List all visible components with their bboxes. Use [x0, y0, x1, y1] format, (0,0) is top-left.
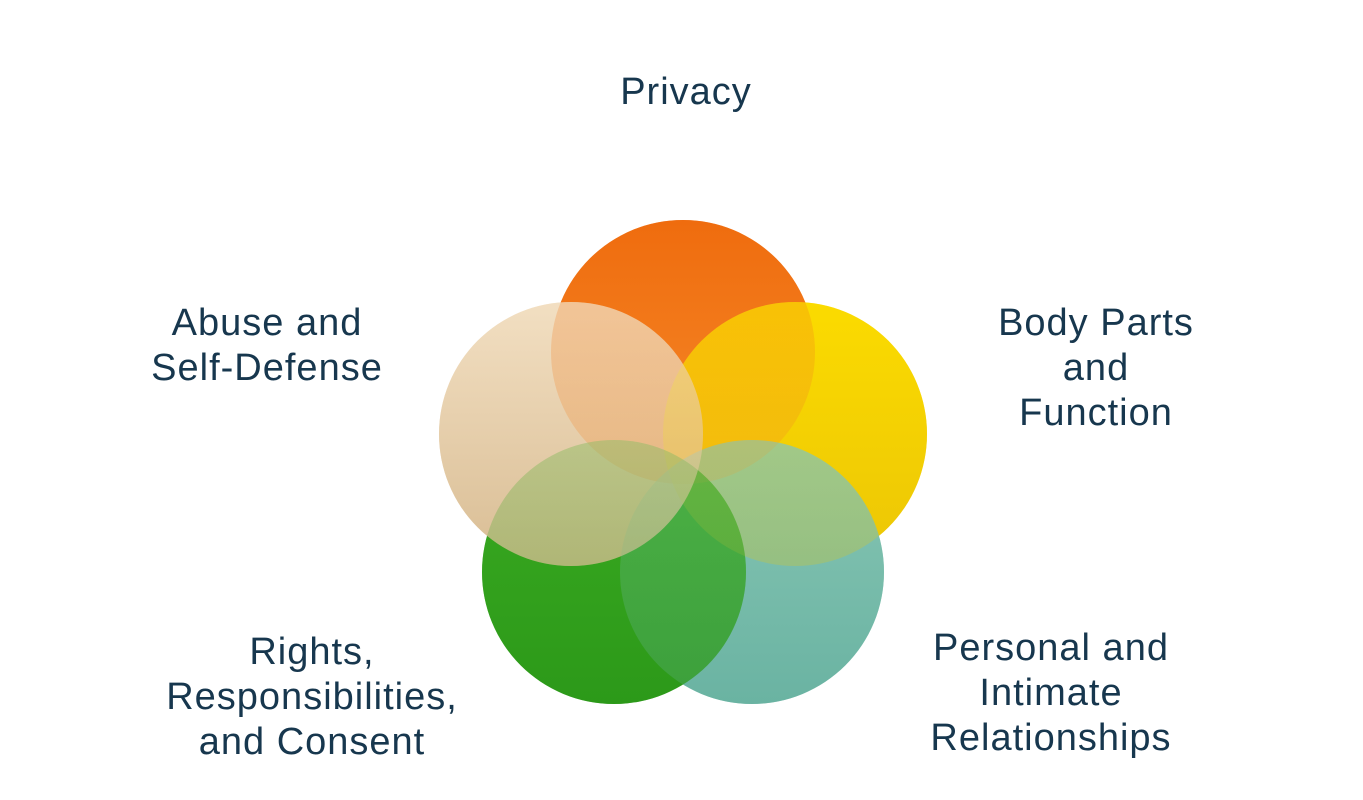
label-abuse-and-self-defense: Abuse and Self-Defense — [151, 302, 383, 389]
circles-translucent-layer — [439, 220, 927, 704]
label-privacy: Privacy — [620, 71, 752, 113]
abuse-circle-overlay — [439, 302, 703, 566]
label-body-parts-and-function: Body Parts and Function — [998, 302, 1194, 434]
label-rights-responsibilities-consent: Rights, Responsibilities, and Consent — [166, 631, 458, 763]
label-personal-intimate-relationships: Personal and Intimate Relationships — [930, 627, 1172, 759]
